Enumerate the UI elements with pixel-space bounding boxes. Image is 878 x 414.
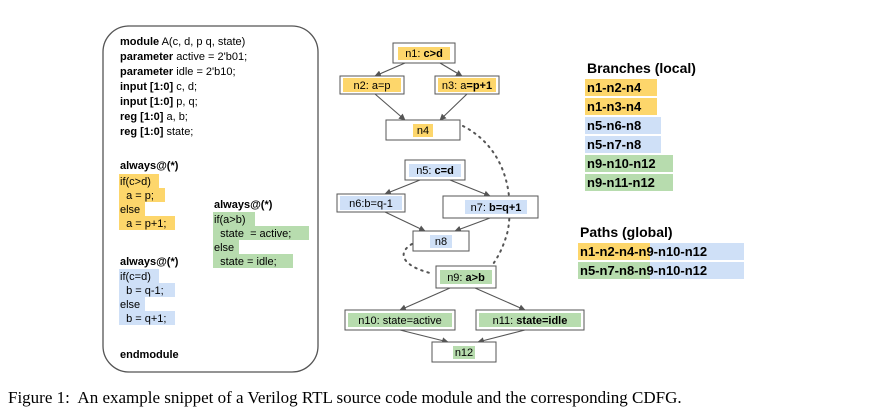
code-line: module A(c, d, p q, state): [120, 36, 245, 48]
edge: [399, 287, 451, 311]
code-line: if(c>d): [120, 176, 151, 188]
code-line: parameter active = 2'b01;: [120, 51, 247, 63]
node-n5: n5: c=d: [404, 159, 466, 181]
code-line: reg [1:0] a, b;: [120, 111, 188, 123]
edge: [454, 217, 491, 233]
edge: [474, 287, 526, 311]
code-line: reg [1:0] state;: [120, 126, 193, 138]
dependency-edge: [462, 125, 511, 269]
branch-item: n5-n7-n8: [587, 137, 641, 152]
branches-list: Branches (local) n1-n2-n4 n1-n3-n4 n5-n6…: [585, 60, 696, 191]
node-n6: n6:b=q-1: [336, 193, 406, 213]
endmodule-keyword: endmodule: [120, 349, 179, 361]
node-label: n4: [417, 125, 429, 137]
node-n2: n2: a=p: [339, 75, 405, 95]
code-line: parameter idle = 2'b10;: [120, 66, 236, 78]
dependency-edges: [402, 125, 511, 274]
node-label: n6:b=q-1: [349, 198, 393, 210]
code-line: else: [120, 204, 140, 216]
node-label: n12: [455, 347, 473, 359]
always-block-3: always@(*) if(a>b) state = active; else …: [213, 199, 309, 268]
code-line: if(a>b): [214, 214, 246, 226]
figure-caption: Figure 1: An example snippet of a Verilo…: [8, 388, 682, 407]
node-n1: n1: c>d: [392, 42, 456, 64]
always-keyword: always@(*): [120, 160, 179, 172]
paths-list: Paths (global) n1-n2-n4-n9-n10-n12 n5-n7…: [578, 224, 744, 279]
node-n4: n4: [385, 119, 461, 141]
branches-title: Branches (local): [587, 60, 696, 76]
cdfg-edges: [374, 62, 526, 344]
node-label: n3: a=p+1: [442, 80, 492, 92]
edge: [439, 62, 463, 77]
code-line: if(c=d): [120, 271, 151, 283]
node-label: n1: c>d: [405, 48, 443, 60]
code-header: module A(c, d, p q, state) parameter act…: [120, 36, 247, 138]
code-line: a = p;: [120, 190, 154, 202]
edge: [439, 93, 468, 121]
code-line: b = q-1;: [120, 285, 164, 297]
branch-item: n5-n6-n8: [587, 118, 641, 133]
dependency-edge: [402, 243, 431, 274]
node-label: n8: [435, 236, 447, 248]
node-label: n5: c=d: [416, 165, 454, 177]
code-line: state = active;: [214, 228, 291, 240]
paths-title: Paths (global): [580, 224, 673, 240]
code-line: state = idle;: [214, 256, 277, 268]
edge: [384, 179, 421, 195]
edge: [399, 329, 449, 344]
code-line: else: [214, 242, 234, 254]
always-block-1: always@(*) if(c>d) a = p; else a = p+1;: [119, 160, 179, 230]
node-n8: n8: [412, 230, 470, 252]
code-line: else: [120, 299, 140, 311]
node-label: n9: a>b: [447, 272, 485, 284]
always-block-2: always@(*) if(c=d) b = q-1; else b = q+1…: [119, 256, 179, 325]
edge: [449, 179, 491, 197]
edge: [384, 211, 426, 232]
code-line: input [1:0] p, q;: [120, 96, 198, 108]
code-line: input [1:0] c, d;: [120, 81, 197, 93]
path-item: n5-n7-n8-n9-n10-n12: [580, 263, 707, 278]
edge: [374, 93, 406, 121]
path-item: n1-n2-n4-n9-n10-n12: [580, 244, 707, 259]
code-line: a = p+1;: [120, 218, 166, 230]
node-n3: n3: a=p+1: [434, 75, 500, 95]
branch-item: n1-n2-n4: [587, 80, 642, 95]
node-label: n10: state=active: [358, 315, 441, 327]
node-label: n2: a=p: [353, 80, 390, 92]
edge: [477, 329, 526, 344]
node-n7: n7: b=q+1: [442, 195, 539, 219]
node-n10: n10: state=active: [344, 309, 456, 331]
branch-item: n1-n3-n4: [587, 99, 642, 114]
branch-item: n9-n11-n12: [587, 175, 655, 190]
edge: [374, 62, 406, 77]
always-keyword: always@(*): [120, 256, 179, 268]
node-n11: n11: state=idle: [475, 309, 585, 331]
node-label: n11: state=idle: [493, 315, 568, 327]
node-n9: n9: a>b: [435, 265, 497, 289]
code-line: b = q+1;: [120, 313, 166, 325]
always-keyword: always@(*): [214, 199, 273, 211]
branch-item: n9-n10-n12: [587, 156, 656, 171]
node-n12: n12: [431, 341, 497, 363]
node-label: n7: b=q+1: [471, 202, 522, 214]
